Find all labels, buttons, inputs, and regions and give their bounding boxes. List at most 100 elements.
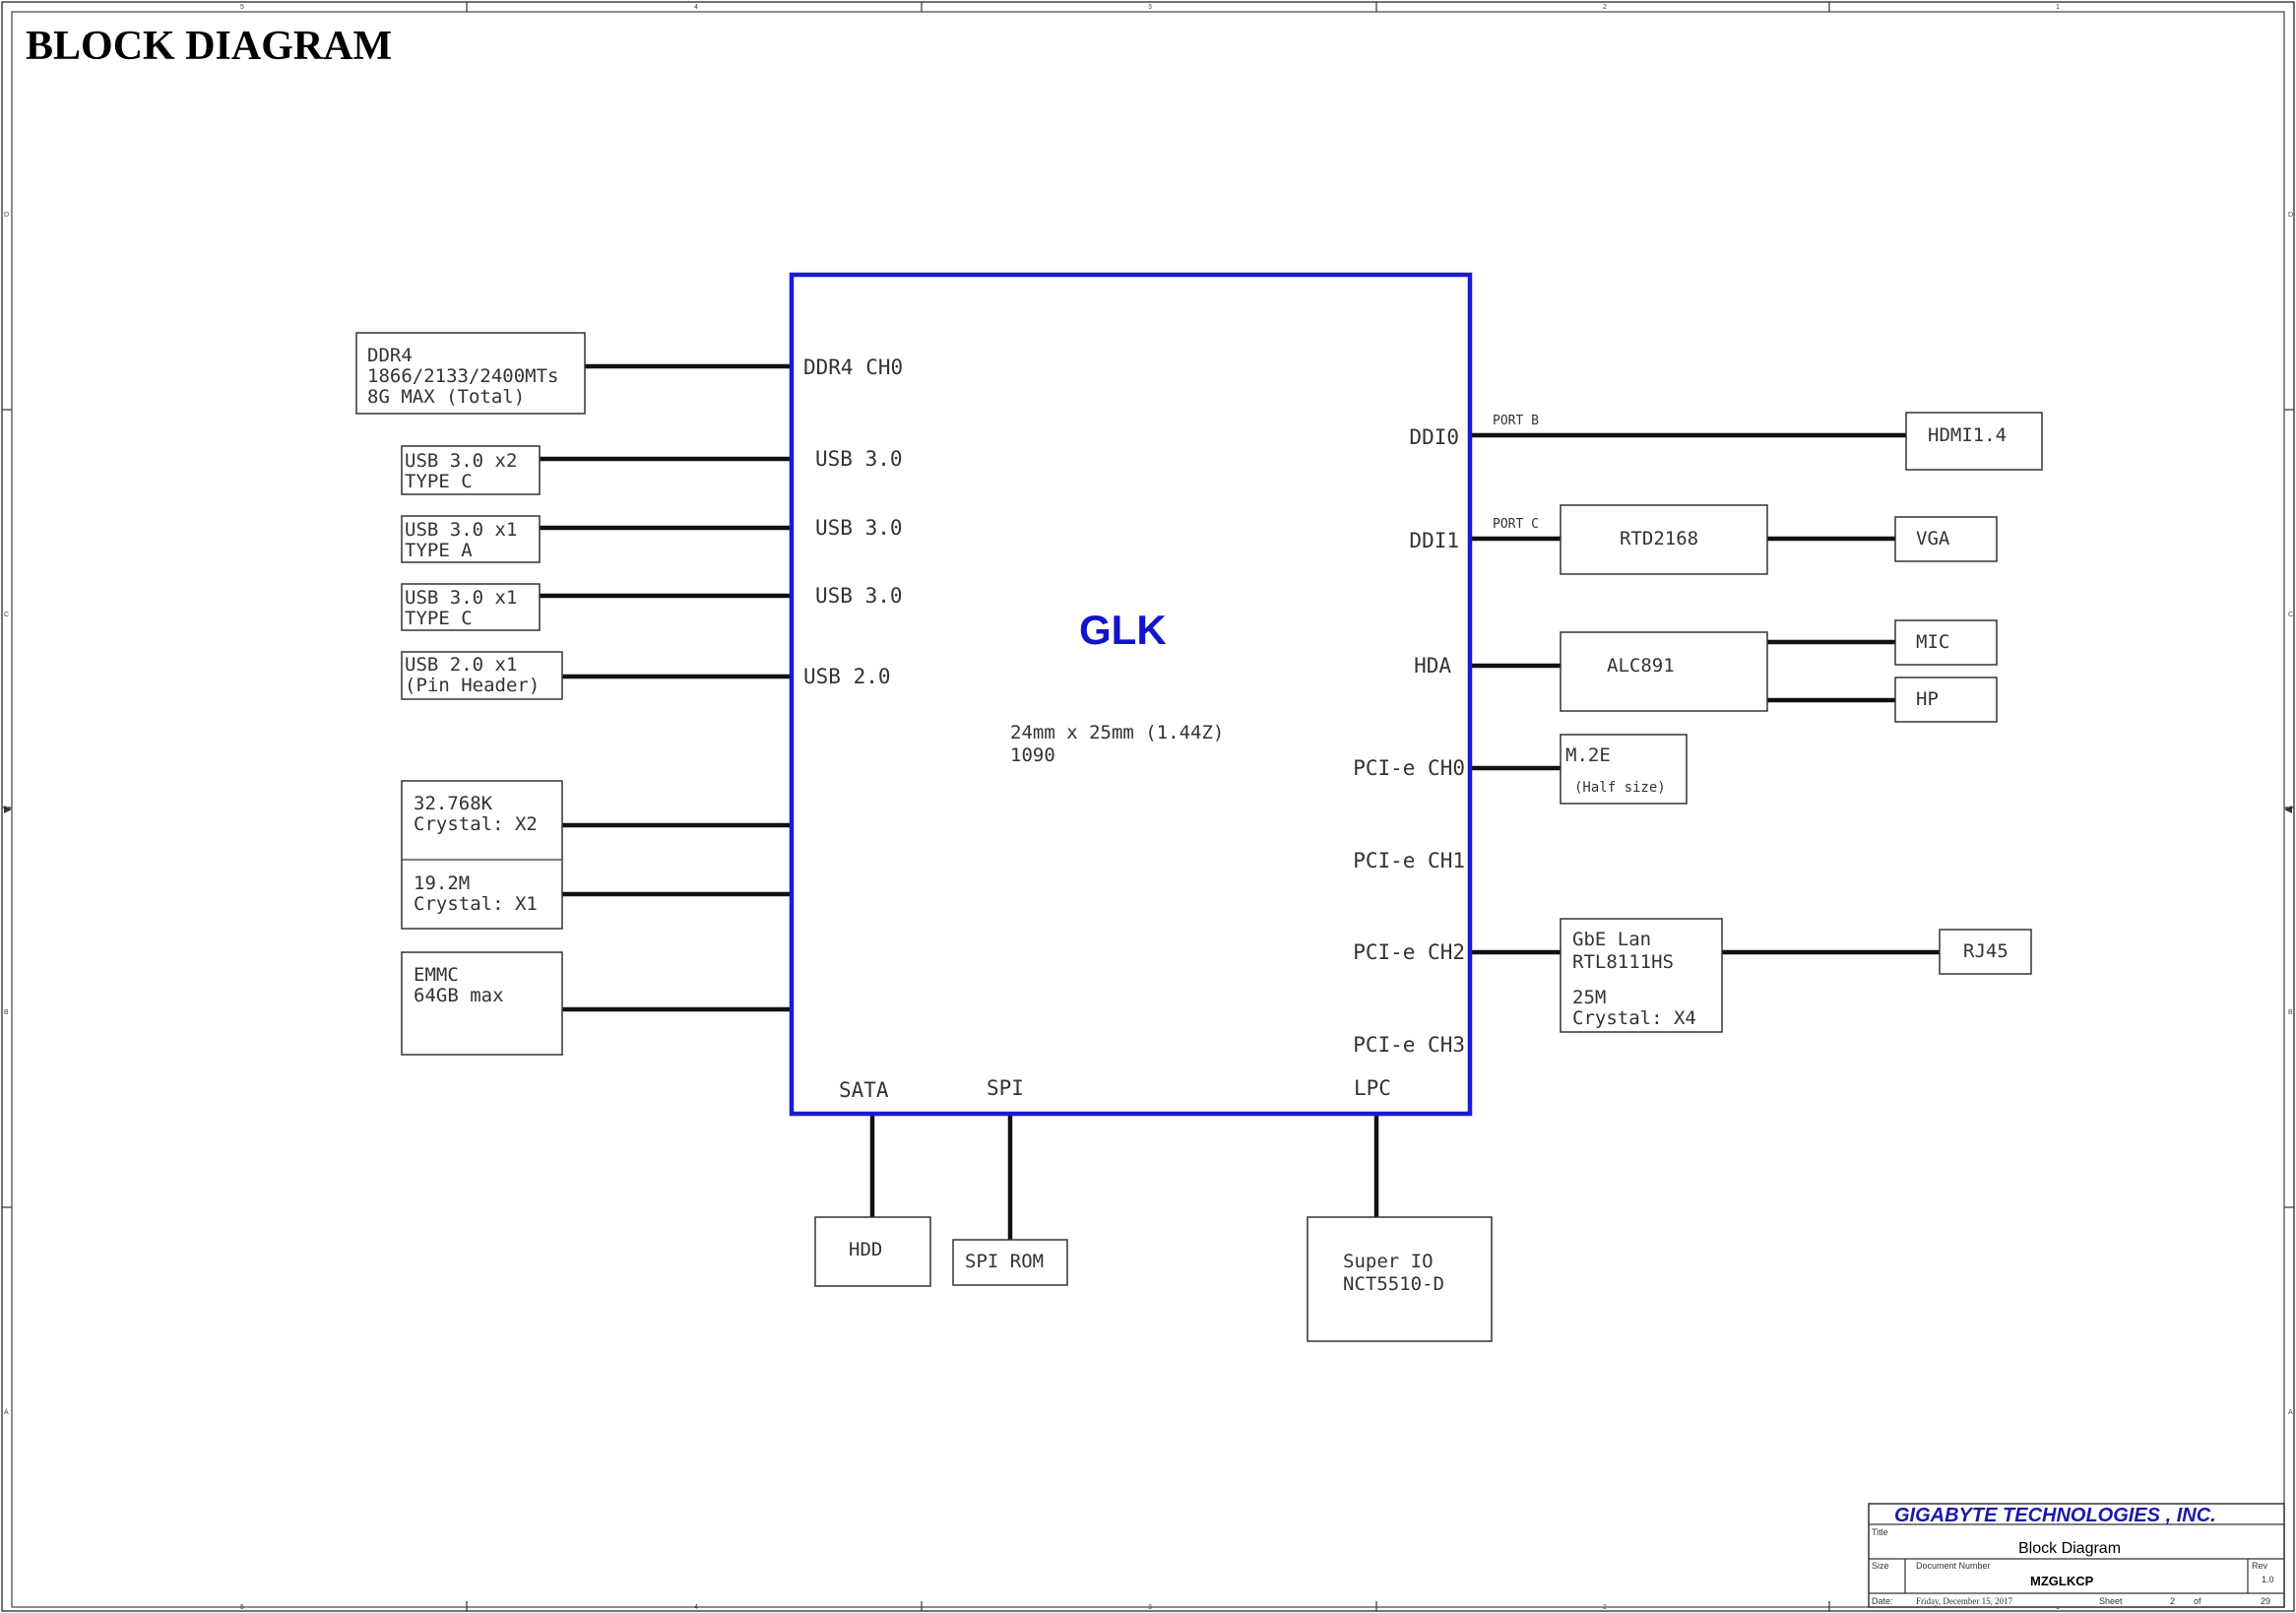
rtd-label: RTD2168 xyxy=(1620,528,1698,549)
usb-a-line-2: TYPE C xyxy=(405,471,473,492)
sheets-value: 29 xyxy=(2261,1596,2270,1606)
usb20-pin-header-block: USB 2.0 x1 (Pin Header) xyxy=(401,651,563,700)
emmc-line-1: EMMC xyxy=(414,964,459,986)
row-marker-d: D xyxy=(4,212,9,219)
col-marker-4-bottom: 4 xyxy=(694,1604,698,1611)
ddr4-line-3: 8G MAX (Total) xyxy=(367,386,525,408)
rtd2168-block: RTD2168 xyxy=(1560,504,1768,575)
col-marker-2-bottom: 2 xyxy=(1603,1604,1607,1611)
usb-d-line-1: USB 2.0 x1 xyxy=(405,654,517,676)
ddr4-line-1: DDR4 xyxy=(367,345,413,366)
port-pcie-ch3: PCI-e CH3 xyxy=(1353,1033,1465,1057)
vga-block: VGA xyxy=(1894,516,1998,562)
super-io-block: Super IO NCT5510-D xyxy=(1307,1216,1493,1342)
row-marker-a: A xyxy=(4,1409,9,1416)
rev-label: Rev xyxy=(2252,1561,2268,1571)
port-pcie-ch1: PCI-e CH1 xyxy=(1353,849,1465,872)
m2e-block: M.2E (Half size) xyxy=(1560,734,1688,805)
m2e-size-label: (Half size) xyxy=(1574,780,1666,796)
port-b-label: PORT B xyxy=(1493,414,1539,428)
gbe-lan-block: GbE Lan RTL8111HS 25M Crystal: X4 xyxy=(1560,918,1723,1033)
port-usb30-2: USB 3.0 xyxy=(815,516,903,540)
emmc-block: EMMC 64GB max xyxy=(401,951,563,1056)
col-marker-3-bottom: 3 xyxy=(1148,1604,1152,1611)
usb-c-line-1: USB 3.0 x1 xyxy=(405,587,517,609)
date-label: Date: xyxy=(1872,1596,1893,1606)
rev-value: 1.0 xyxy=(2262,1575,2274,1584)
col-marker-5-bottom: 5 xyxy=(240,1604,244,1611)
col-marker-2: 2 xyxy=(1603,4,1607,11)
port-pcie-ch0: PCI-e CH0 xyxy=(1353,756,1465,780)
crystal-block: 32.768K Crystal: X2 19.2M Crystal: X1 xyxy=(401,780,563,930)
usb30-x1-typec-block: USB 3.0 x1 TYPE C xyxy=(401,583,541,631)
usb30-x2-typec-block: USB 3.0 x2 TYPE C xyxy=(401,445,541,495)
spi-rom-block: SPI ROM xyxy=(952,1239,1068,1286)
port-usb30-1: USB 3.0 xyxy=(815,447,903,471)
hdmi-block: HDMI1.4 xyxy=(1905,412,2043,471)
row-marker-b-right: B xyxy=(2288,1009,2293,1016)
left-center-mark-icon xyxy=(4,806,12,813)
chip-package: 24mm x 25mm (1.44Z) xyxy=(1010,722,1224,743)
sheet-value: 2 xyxy=(2170,1596,2175,1606)
super-io-line-1: Super IO xyxy=(1343,1251,1434,1272)
glk-chip: GLK 24mm x 25mm (1.44Z) 1090 DDR4 CH0 US… xyxy=(789,272,1473,1117)
hp-label: HP xyxy=(1916,688,1939,710)
title-block: GIGABYTE TECHNOLOGIES , INC. Title Block… xyxy=(1868,1503,2285,1608)
port-usb30-3: USB 3.0 xyxy=(815,584,903,608)
row-marker-c-right: C xyxy=(2288,612,2293,618)
alc-label: ALC891 xyxy=(1607,655,1675,677)
gbe-line-2: RTL8111HS xyxy=(1572,951,1674,973)
ddr4-line-2: 1866/2133/2400MTs xyxy=(367,365,558,387)
of-label: of xyxy=(2194,1596,2201,1606)
usb30-x1-typea-block: USB 3.0 x1 TYPE A xyxy=(401,515,541,563)
usb-d-line-2: (Pin Header) xyxy=(405,675,540,696)
port-c-label: PORT C xyxy=(1493,517,1539,532)
rj45-label: RJ45 xyxy=(1963,940,2009,962)
vga-label: VGA xyxy=(1916,528,1950,549)
docnum-label: Document Number xyxy=(1916,1561,1991,1571)
col-marker-4: 4 xyxy=(694,4,698,11)
port-spi: SPI xyxy=(987,1076,1024,1100)
usb-b-line-1: USB 3.0 x1 xyxy=(405,519,517,541)
hdd-block: HDD xyxy=(814,1216,931,1287)
sheet-label: Sheet xyxy=(2099,1596,2123,1606)
chip-balls: 1090 xyxy=(1010,744,1055,766)
mic-label: MIC xyxy=(1916,631,1949,653)
spi-rom-label: SPI ROM xyxy=(965,1251,1044,1272)
usb-a-line-1: USB 3.0 x2 xyxy=(405,450,517,472)
row-marker-a-right: A xyxy=(2288,1409,2293,1416)
m2e-label: M.2E xyxy=(1565,744,1611,766)
port-lpc: LPC xyxy=(1354,1076,1391,1100)
size-label: Size xyxy=(1872,1561,1889,1571)
crystal-32k-line-1: 32.768K xyxy=(414,793,493,814)
usb-c-line-2: TYPE C xyxy=(405,608,473,629)
port-ddi1: DDI1 xyxy=(1409,529,1459,552)
mic-block: MIC xyxy=(1894,619,1998,666)
connection-wires xyxy=(540,363,1940,1240)
hp-block: HP xyxy=(1894,677,1998,723)
port-sata: SATA xyxy=(839,1078,889,1102)
hdd-label: HDD xyxy=(849,1239,882,1260)
port-pcie-ch2: PCI-e CH2 xyxy=(1353,940,1465,964)
col-marker-1: 1 xyxy=(2056,4,2060,11)
crystal-19m-line-1: 19.2M xyxy=(414,872,470,894)
title-label: Title xyxy=(1872,1527,1888,1537)
crystal-32k-line-2: Crystal: X2 xyxy=(414,813,538,835)
glk-chip-outline xyxy=(789,272,1473,1117)
title-value: Block Diagram xyxy=(2018,1540,2121,1557)
col-marker-5: 5 xyxy=(240,4,244,11)
rj45-block: RJ45 xyxy=(1939,929,2032,975)
col-marker-3: 3 xyxy=(1148,4,1152,11)
alc891-block: ALC891 xyxy=(1560,631,1768,712)
row-marker-d-right: D xyxy=(2288,212,2293,219)
crystal-19m-line-2: Crystal: X1 xyxy=(414,893,538,915)
gbe-crystal-line-1: 25M xyxy=(1572,987,1606,1008)
hdmi-label: HDMI1.4 xyxy=(1928,424,2007,446)
port-ddr4-ch0: DDR4 CH0 xyxy=(803,355,903,379)
gbe-line-1: GbE Lan xyxy=(1572,929,1651,950)
page-title: BLOCK DIAGRAM xyxy=(26,24,392,69)
usb-b-line-2: TYPE A xyxy=(405,540,473,561)
row-marker-b: B xyxy=(4,1009,9,1016)
